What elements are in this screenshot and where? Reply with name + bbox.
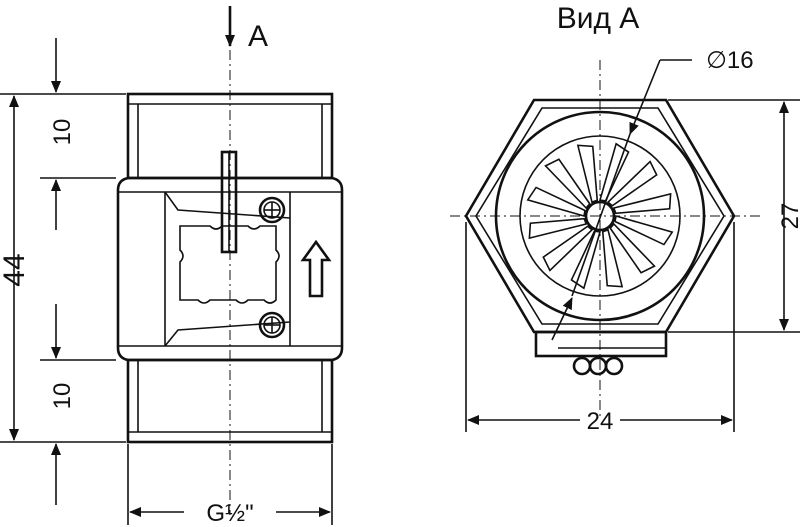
impeller-blade: [606, 160, 658, 207]
overall-height-label: 44: [0, 253, 31, 286]
view-arrow-label: A: [248, 20, 268, 53]
lower-thread-section: [126, 358, 334, 444]
impeller-hub: [584, 200, 616, 232]
across-flats-label: 24: [587, 408, 614, 435]
connector-block: [534, 330, 668, 358]
impeller-blade: [528, 217, 588, 240]
impeller-blade: [542, 225, 594, 272]
wire-terminals: [572, 356, 624, 376]
screw-icon: [258, 196, 286, 224]
impeller-diameter-leader: [629, 59, 661, 135]
impeller: [526, 142, 674, 290]
sensor-window: [179, 225, 280, 304]
thread-size-label: G½": [206, 500, 253, 527]
impeller-blade: [612, 192, 672, 215]
impeller-blade: [526, 186, 586, 218]
impeller-blade: [544, 158, 591, 210]
screw-icon: [258, 311, 286, 339]
view-title: Вид А: [557, 2, 640, 35]
impeller-blade: [614, 214, 674, 246]
side-view: A 44 10 10 G½": [0, 6, 344, 527]
impeller-diameter-label: ∅16: [706, 47, 754, 74]
impeller-blade: [601, 228, 624, 288]
lower-thread-length-label: 10: [49, 383, 76, 410]
flow-direction-arrow-icon: [300, 239, 332, 298]
upper-thread-length-label: 10: [49, 119, 76, 146]
across-corners-label: 27: [777, 203, 800, 230]
view-a: Вид А ∅16 27: [450, 2, 800, 435]
impeller-blade: [576, 144, 599, 204]
housing-ring: [494, 110, 706, 322]
impeller-blade: [609, 222, 656, 274]
